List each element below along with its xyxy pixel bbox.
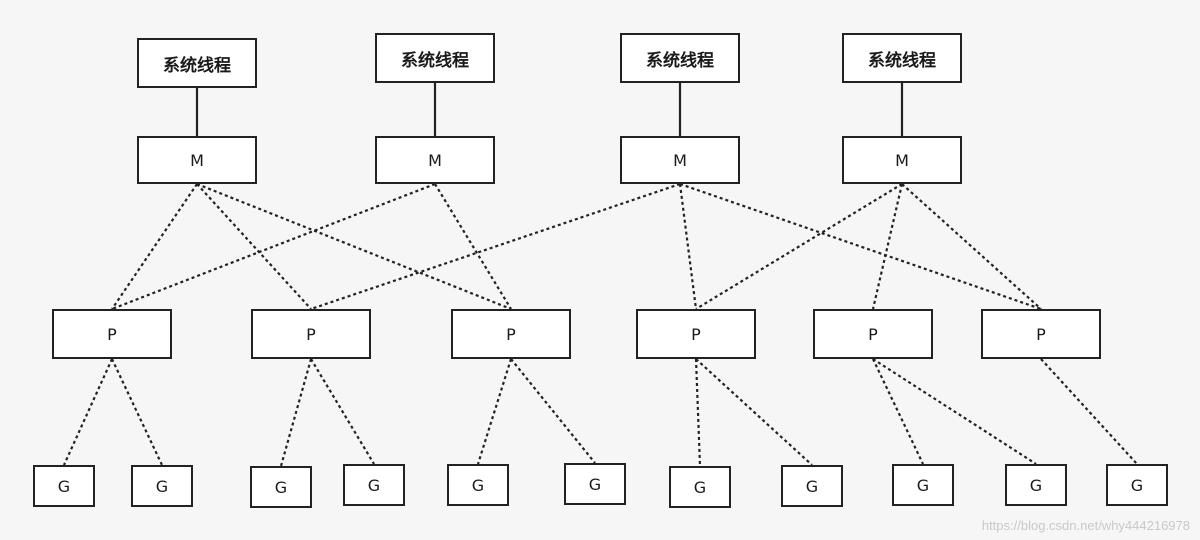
g-box: G: [343, 464, 405, 506]
m-p-link: [679, 182, 1042, 311]
g-label: G: [1029, 475, 1043, 495]
m-label: M: [895, 150, 909, 170]
p-label: P: [306, 324, 316, 344]
m-p-link: [196, 182, 512, 311]
p-box: P: [451, 309, 571, 359]
g-label: G: [805, 476, 819, 496]
m-p-link: [901, 183, 1042, 310]
p-box: P: [813, 309, 933, 359]
g-box: G: [250, 466, 312, 508]
m-p-link: [196, 183, 312, 310]
g-label: G: [471, 475, 485, 495]
m-label: M: [673, 150, 687, 170]
g-box: G: [131, 465, 193, 507]
g-box: G: [669, 466, 731, 508]
p-g-link: [476, 358, 513, 465]
g-label: G: [155, 476, 169, 496]
p-label: P: [691, 324, 701, 344]
p-g-link: [279, 358, 313, 467]
p-g-link: [111, 358, 163, 466]
p-g-link: [694, 358, 702, 467]
m-box: M: [375, 136, 495, 184]
g-label: G: [367, 475, 381, 495]
m-p-link: [678, 183, 698, 310]
m-p-link: [111, 183, 198, 310]
system-thread-box: 系统线程: [137, 38, 257, 88]
g-box: G: [892, 464, 954, 506]
m-p-link: [434, 183, 512, 310]
g-box: G: [781, 465, 843, 507]
p-g-link: [695, 358, 813, 466]
m-box: M: [842, 136, 962, 184]
m-p-link: [871, 183, 904, 310]
p-g-link: [62, 358, 114, 466]
p-label: P: [868, 324, 878, 344]
p-box: P: [981, 309, 1101, 359]
system-thread-box: 系统线程: [842, 33, 962, 83]
g-label: G: [588, 474, 602, 494]
p-box: P: [251, 309, 371, 359]
p-label: P: [1036, 324, 1046, 344]
p-g-link: [872, 358, 924, 465]
g-label: G: [274, 477, 288, 497]
system-thread-label: 系统线程: [163, 55, 231, 76]
system-thread-box: 系统线程: [375, 33, 495, 83]
m-p-link: [111, 182, 436, 311]
m-p-link: [695, 183, 903, 310]
system-thread-label: 系统线程: [401, 50, 469, 71]
m-p-link: [310, 182, 681, 311]
g-box: G: [447, 464, 509, 506]
m-box: M: [137, 136, 257, 184]
g-box: G: [1106, 464, 1168, 506]
g-label: G: [57, 476, 71, 496]
system-thread-box: 系统线程: [620, 33, 740, 83]
g-box: G: [1005, 464, 1067, 506]
g-label: G: [1130, 475, 1144, 495]
watermark-text: https://blog.csdn.net/why444216978: [981, 518, 1190, 533]
g-box: G: [564, 463, 626, 505]
m-label: M: [428, 150, 442, 170]
m-label: M: [190, 150, 204, 170]
p-label: P: [506, 324, 516, 344]
p-box: P: [636, 309, 756, 359]
p-g-link: [310, 358, 375, 465]
p-label: P: [107, 324, 117, 344]
p-g-link: [1040, 358, 1138, 465]
g-label: G: [693, 477, 707, 497]
g-label: G: [916, 475, 930, 495]
p-g-link: [872, 358, 1037, 465]
system-thread-label: 系统线程: [868, 50, 936, 71]
g-box: G: [33, 465, 95, 507]
p-g-link: [510, 358, 596, 464]
p-box: P: [52, 309, 172, 359]
system-thread-label: 系统线程: [646, 50, 714, 71]
m-box: M: [620, 136, 740, 184]
